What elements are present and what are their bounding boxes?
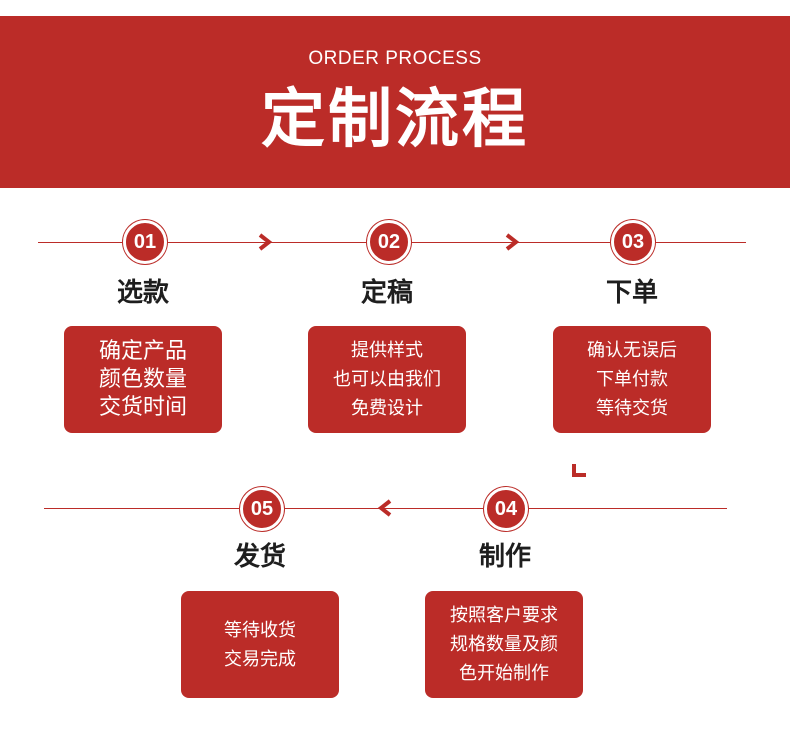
header-subtitle: ORDER PROCESS [308, 48, 482, 69]
step-badge-01: 01 [123, 220, 167, 264]
step-card-line: 色开始制作 [459, 663, 549, 684]
step-card-03: 确认无误后 下单付款 等待交货 [553, 326, 711, 433]
step-title-05: 发货 [233, 542, 286, 572]
step-card-line: 按照客户要求 [450, 605, 558, 626]
page-title: 定制流程 [261, 83, 529, 157]
chevron-right-icon [258, 233, 273, 251]
step-card-line: 等待交货 [596, 398, 668, 419]
step-card-01: 确定产品 颜色数量 交货时间 [64, 326, 222, 433]
step-card-line: 规格数量及颜 [450, 634, 558, 655]
step-card-line: 免费设计 [351, 398, 423, 419]
header-banner: ORDER PROCESS 定制流程 [0, 16, 790, 188]
step-card-line: 确认无误后 [587, 340, 677, 361]
step-card-line: 确定产品 [98, 338, 187, 364]
chevron-right-icon [505, 233, 520, 251]
step-title-02: 定稿 [360, 278, 413, 308]
corner-arrow-icon [572, 464, 586, 477]
step-badge-05: 05 [240, 487, 284, 531]
step-card-02: 提供样式 也可以由我们 免费设计 [308, 326, 466, 433]
step-badge-04: 04 [484, 487, 528, 531]
step-title-04: 制作 [478, 542, 531, 572]
step-card-line: 下单付款 [596, 369, 668, 390]
step-badge-02: 02 [367, 220, 411, 264]
step-card-line: 等待收货 [224, 619, 296, 641]
step-card-05: 等待收货 交易完成 [181, 591, 339, 698]
chevron-left-icon [377, 499, 392, 517]
step-card-line: 交易完成 [224, 648, 296, 670]
step-card-line: 提供样式 [351, 340, 423, 361]
step-title-03: 下单 [605, 278, 658, 308]
row2-connector-line [44, 508, 727, 509]
step-card-line: 颜色数量 [98, 366, 187, 392]
step-card-line: 交货时间 [98, 394, 187, 420]
step-title-01: 选款 [116, 278, 169, 308]
step-badge-03: 03 [611, 220, 655, 264]
step-card-line: 也可以由我们 [333, 369, 441, 390]
step-card-04: 按照客户要求 规格数量及颜 色开始制作 [425, 591, 583, 698]
